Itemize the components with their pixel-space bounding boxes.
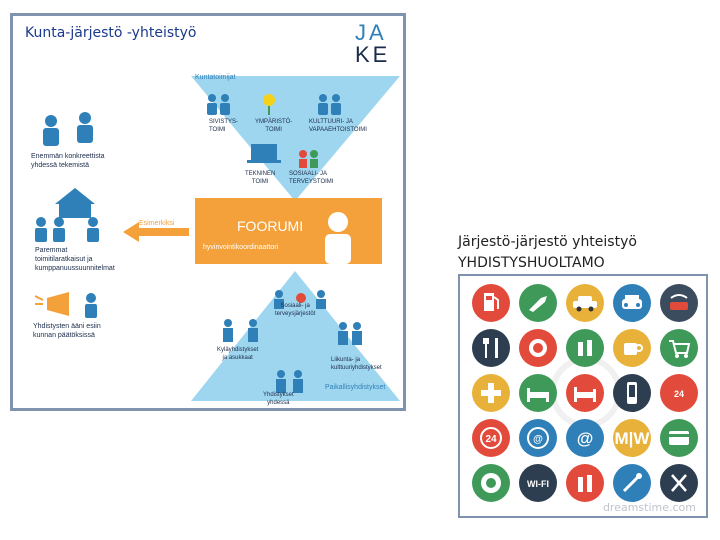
person-body-icon xyxy=(325,234,351,264)
phone-icon xyxy=(613,374,651,412)
watermark: dreamstime.com xyxy=(602,501,696,514)
panel-title: Kunta-järjestö -yhteistyö xyxy=(25,25,197,41)
shopping-cart-icon xyxy=(660,329,698,367)
liikunta-label: Liikunta- ja kulttuuriyhdistykset xyxy=(331,357,382,371)
car-wash-icon xyxy=(660,284,698,322)
kuntatoimijat-label: Kuntatoimijat xyxy=(195,74,236,81)
at-sign-icon: @ xyxy=(566,419,604,457)
people-icon xyxy=(207,94,230,115)
bottles-icon xyxy=(566,329,604,367)
people-icon xyxy=(318,94,341,115)
people-icon xyxy=(223,319,258,342)
svg-text:M|W: M|W xyxy=(615,429,651,448)
icon-panel: 24 24 @ @ M|W WI-FI dreamstime.com xyxy=(458,274,708,518)
arrow-left-icon xyxy=(123,222,189,242)
credit-card-icon xyxy=(660,419,698,457)
tire-icon xyxy=(472,464,510,502)
paremmat-label: Paremmat toimitilaratkaisut ja kumppanuu… xyxy=(35,247,115,272)
people-icon xyxy=(276,370,303,393)
coffee-cup-icon xyxy=(613,329,651,367)
first-aid-icon xyxy=(472,374,510,412)
ymparistotoimi-label: YMPÄRISTÖ- TOIMI xyxy=(255,119,293,133)
car-side-icon xyxy=(566,284,604,322)
heart-people-icon xyxy=(274,290,326,309)
24h-icon: 24 xyxy=(472,419,510,457)
sivistystoimi-label: SIVISTYS- TOIMI xyxy=(209,119,239,133)
plate-icon xyxy=(519,329,557,367)
svg-text:24: 24 xyxy=(485,434,497,445)
yhdistyshuoltamo-title: YHDISTYSHUOLTAMO xyxy=(458,255,605,271)
car-front-icon xyxy=(613,284,651,322)
person-icon xyxy=(328,212,348,232)
restroom-icon: 24 xyxy=(660,374,698,412)
sosiaalijarjestot-label: Sosiaali- ja terveysjärjestöt xyxy=(275,303,316,317)
paikallisyhdistykset-triangle xyxy=(191,271,400,401)
people-icon xyxy=(338,322,362,345)
sosiaali-label: SOSIAALI- JA TERVEYSTOIMI xyxy=(289,171,334,185)
svg-text:WI-FI: WI-FI xyxy=(527,479,549,489)
logo-ja: JA xyxy=(355,20,387,45)
kylayhdistykset-label: Kyläyhdistykset ja asukkaat xyxy=(217,347,259,361)
tekninen-label: TEKNINEN TOIMI xyxy=(245,171,276,185)
yhdistysten-label: Yhdistysten ääni esiin kunnan päätöksiss… xyxy=(33,323,101,339)
esimerkiksi-label: Esimerkiksi xyxy=(139,220,175,227)
hyvinvointi-label: hyvinvointikoordinaattori xyxy=(203,244,279,251)
infographic xyxy=(34,76,400,401)
24h-icon: @ xyxy=(519,419,557,457)
oil-bottles-icon xyxy=(566,464,604,502)
house-people-icon xyxy=(35,188,99,242)
logo-ke: KE xyxy=(355,42,391,67)
fuel-pump-icon xyxy=(472,284,510,322)
kunta-jarjesto-panel: Kunta-järjestö -yhteistyö xyxy=(10,13,406,411)
paikallisyhdistykset-label: Paikallisyhdistykset xyxy=(325,384,386,391)
kuntatoimijat-triangle xyxy=(191,76,400,201)
kulttuuri-label: KULTTUURI- JA VAPAAEHTOISTOIMI xyxy=(309,119,367,133)
megaphone-icon xyxy=(34,292,97,318)
svg-text:24: 24 xyxy=(674,389,684,399)
icon-grid: 24 24 @ @ M|W WI-FI xyxy=(472,284,698,502)
svg-text:@: @ xyxy=(533,434,543,445)
foorumi-title: FOORUMI xyxy=(237,218,304,234)
people-icon xyxy=(299,150,318,168)
tools-icon xyxy=(660,464,698,502)
laptop-icon xyxy=(247,144,281,163)
enemman-label: Enemmän konkreettista yhdessä tekemistä xyxy=(31,153,105,169)
svg-text:@: @ xyxy=(577,429,594,448)
logo: JA KE xyxy=(355,22,403,74)
jarjesto-title: Järjestö-järjestö yhteistyö xyxy=(458,234,637,250)
wifi-icon: WI-FI xyxy=(519,464,557,502)
at-sign-icon: M|W xyxy=(613,419,651,457)
flower-icon xyxy=(263,94,275,115)
cutlery-icon xyxy=(472,329,510,367)
bed-icon xyxy=(566,374,604,412)
yhdistykset-yhdessa-label: Yhdistykset yhdessä xyxy=(263,392,294,406)
people-jumping-icon xyxy=(43,112,93,146)
wrench-icon xyxy=(613,464,651,502)
right-title-block: Järjestö-järjestö yhteistyö YHDISTYSHUOL… xyxy=(458,232,637,274)
hotel-bed-icon xyxy=(519,374,557,412)
fuel-nozzle-icon xyxy=(519,284,557,322)
